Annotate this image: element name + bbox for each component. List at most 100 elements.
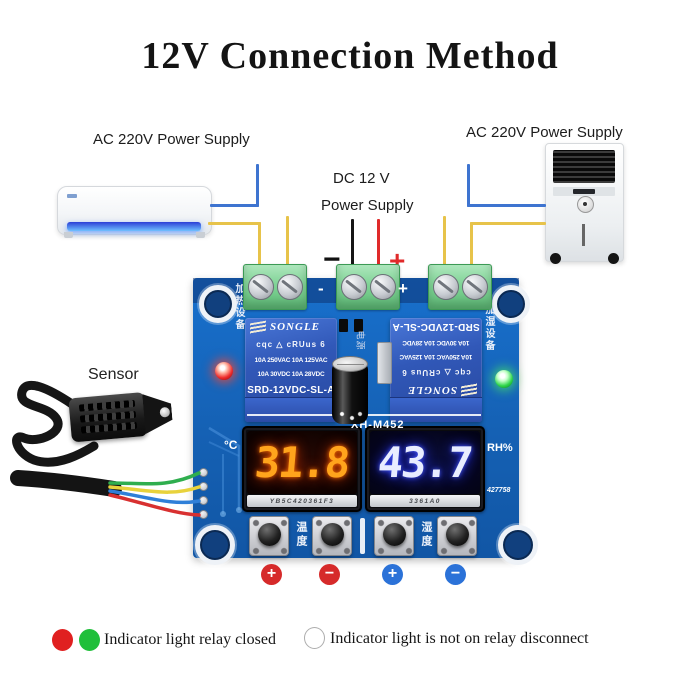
button-cap xyxy=(321,523,344,546)
smd-component xyxy=(354,319,363,332)
heating-indicator-led xyxy=(215,362,233,380)
temp-up-symbol: + xyxy=(261,564,282,585)
legend-red-led-dot xyxy=(52,629,73,651)
terminal-block-heater xyxy=(243,264,307,310)
ac-line-wire-right-horizontal xyxy=(467,204,546,207)
dc-positive-wire xyxy=(377,219,380,281)
legend-off-led-dot xyxy=(304,627,325,649)
cooler-grille xyxy=(553,150,615,183)
heating-device-label: 加热设备 xyxy=(233,283,244,331)
relay-brand: SONGLE xyxy=(270,321,321,333)
button-humidity-down xyxy=(437,516,477,556)
terminal-screw xyxy=(370,274,396,300)
relay-label: SONGLE cqc △ cRUus 6 10A 250VAC 10A 125V… xyxy=(247,320,335,396)
button-cap xyxy=(446,523,469,546)
display-part-number: 3361A0 xyxy=(370,495,480,507)
relay-model: SRD-12VDC-SL-A xyxy=(247,385,335,396)
probe-grille xyxy=(80,421,138,434)
button-cap xyxy=(258,523,281,546)
temperature-display: 31.8 YB5C420361F3 xyxy=(242,426,362,512)
temp-down-symbol: − xyxy=(319,564,340,585)
button-divider-bar xyxy=(360,518,365,554)
sensor-label: Sensor xyxy=(88,366,139,383)
relay-rating-dc: 10A 30VDC 10A 28VDC xyxy=(257,370,325,378)
left-supply-label: AC 220V Power Supply xyxy=(93,131,250,148)
capacitor-body xyxy=(332,364,368,424)
humidify-device-label: 加湿设备 xyxy=(483,304,494,352)
board-minus-silk: - xyxy=(318,279,324,298)
ac-logo xyxy=(67,194,77,198)
terminal-screw xyxy=(248,274,274,300)
pcb-traces xyxy=(208,426,242,517)
legend-green-led-dot xyxy=(79,629,100,651)
humidifier-wire-horizontal xyxy=(470,222,546,225)
air-conditioner xyxy=(57,186,212,238)
capacitor xyxy=(332,356,368,424)
humidify-indicator-led xyxy=(495,370,513,388)
relay-base xyxy=(245,397,337,422)
voltage-regulator xyxy=(377,342,392,384)
heater-wire-vertical-1 xyxy=(258,222,261,279)
cooler-wheel xyxy=(550,253,561,264)
humidity-display: 43.7 3361A0 xyxy=(365,426,485,512)
button-cap xyxy=(383,523,406,546)
page-title: 12V Connection Method xyxy=(141,35,559,77)
capacitor-top xyxy=(332,356,368,372)
mounting-hole-bottom-left xyxy=(195,525,235,565)
temperature-screen: 31.8 xyxy=(247,431,357,494)
humidity-screen: 43.7 xyxy=(370,431,480,494)
dc-supply-label-line2: Power Supply xyxy=(321,197,414,214)
sensor-probe xyxy=(68,388,176,445)
humidity-adjust-label: 湿度 xyxy=(420,521,432,549)
ac-line-wire-right-vertical xyxy=(467,164,470,207)
terminal-block-dc-power xyxy=(336,264,400,310)
cooler-panel xyxy=(553,187,615,196)
relay-left: SONGLE cqc △ cRUus 6 10A 250VAC 10A 125V… xyxy=(245,318,337,422)
ac-line-wire-left-vertical xyxy=(256,164,259,207)
right-supply-label: AC 220V Power Supply xyxy=(466,124,623,141)
ac-line-wire-left-horizontal xyxy=(210,204,259,207)
smd-component xyxy=(339,319,348,332)
cooler-knob xyxy=(577,196,594,213)
celsius-unit-label: °C xyxy=(224,438,238,452)
serial-number: 427758 xyxy=(487,487,511,494)
heater-wire-vertical-2 xyxy=(286,216,289,279)
temperature-adjust-label: 温度 xyxy=(295,521,307,549)
terminal-screw xyxy=(462,274,488,300)
terminal-screw xyxy=(433,274,459,300)
relay-brand-row: SONGLE xyxy=(250,320,321,334)
temperature-value: 31.8 xyxy=(253,438,351,487)
relay-rating-ac: 10A 250VAC 10A 125VAC xyxy=(254,356,328,364)
probe-grille xyxy=(78,399,136,412)
probe-body xyxy=(68,391,148,443)
mounting-hole-top-right xyxy=(492,285,530,323)
legend-relay-open: Indicator light is not on relay disconne… xyxy=(330,630,589,647)
legend-relay-closed: Indicator light relay closed xyxy=(104,631,276,648)
mounting-hole-top-left xyxy=(199,285,237,323)
probe-grille xyxy=(79,410,137,423)
humidity-down-symbol: − xyxy=(445,564,466,585)
button-temp-down xyxy=(312,516,352,556)
board-model-text: XH-M452 xyxy=(351,419,405,431)
air-cooler xyxy=(545,143,624,264)
relay-base xyxy=(390,397,482,422)
terminal-screw xyxy=(341,274,367,300)
heater-wire-horizontal xyxy=(208,222,261,225)
terminal-screw xyxy=(277,274,303,300)
ac-foot xyxy=(64,232,73,238)
controller-board: 加热设备 加湿设备 - + SONGLE cqc △ cRUus xyxy=(193,264,538,565)
cooler-screen xyxy=(573,189,595,194)
humidifier-wire-vertical-1 xyxy=(443,216,446,279)
humidifier-wire-vertical-2 xyxy=(470,222,473,279)
mounting-hole-bottom-right xyxy=(498,525,538,565)
terminal-block-humidifier xyxy=(428,264,492,310)
humidity-up-symbol: + xyxy=(382,564,403,585)
humidity-value: 43.7 xyxy=(376,438,474,487)
relay-right: SONGLE cqc △ cRUus 6 10A 250VAC 10A 125V… xyxy=(390,318,482,422)
dc-supply-label-line1: DC 12 V xyxy=(333,170,390,187)
cooler-slot xyxy=(582,224,585,246)
rh-unit-label: RH% xyxy=(487,442,513,454)
board-plus-silk: + xyxy=(398,279,408,298)
